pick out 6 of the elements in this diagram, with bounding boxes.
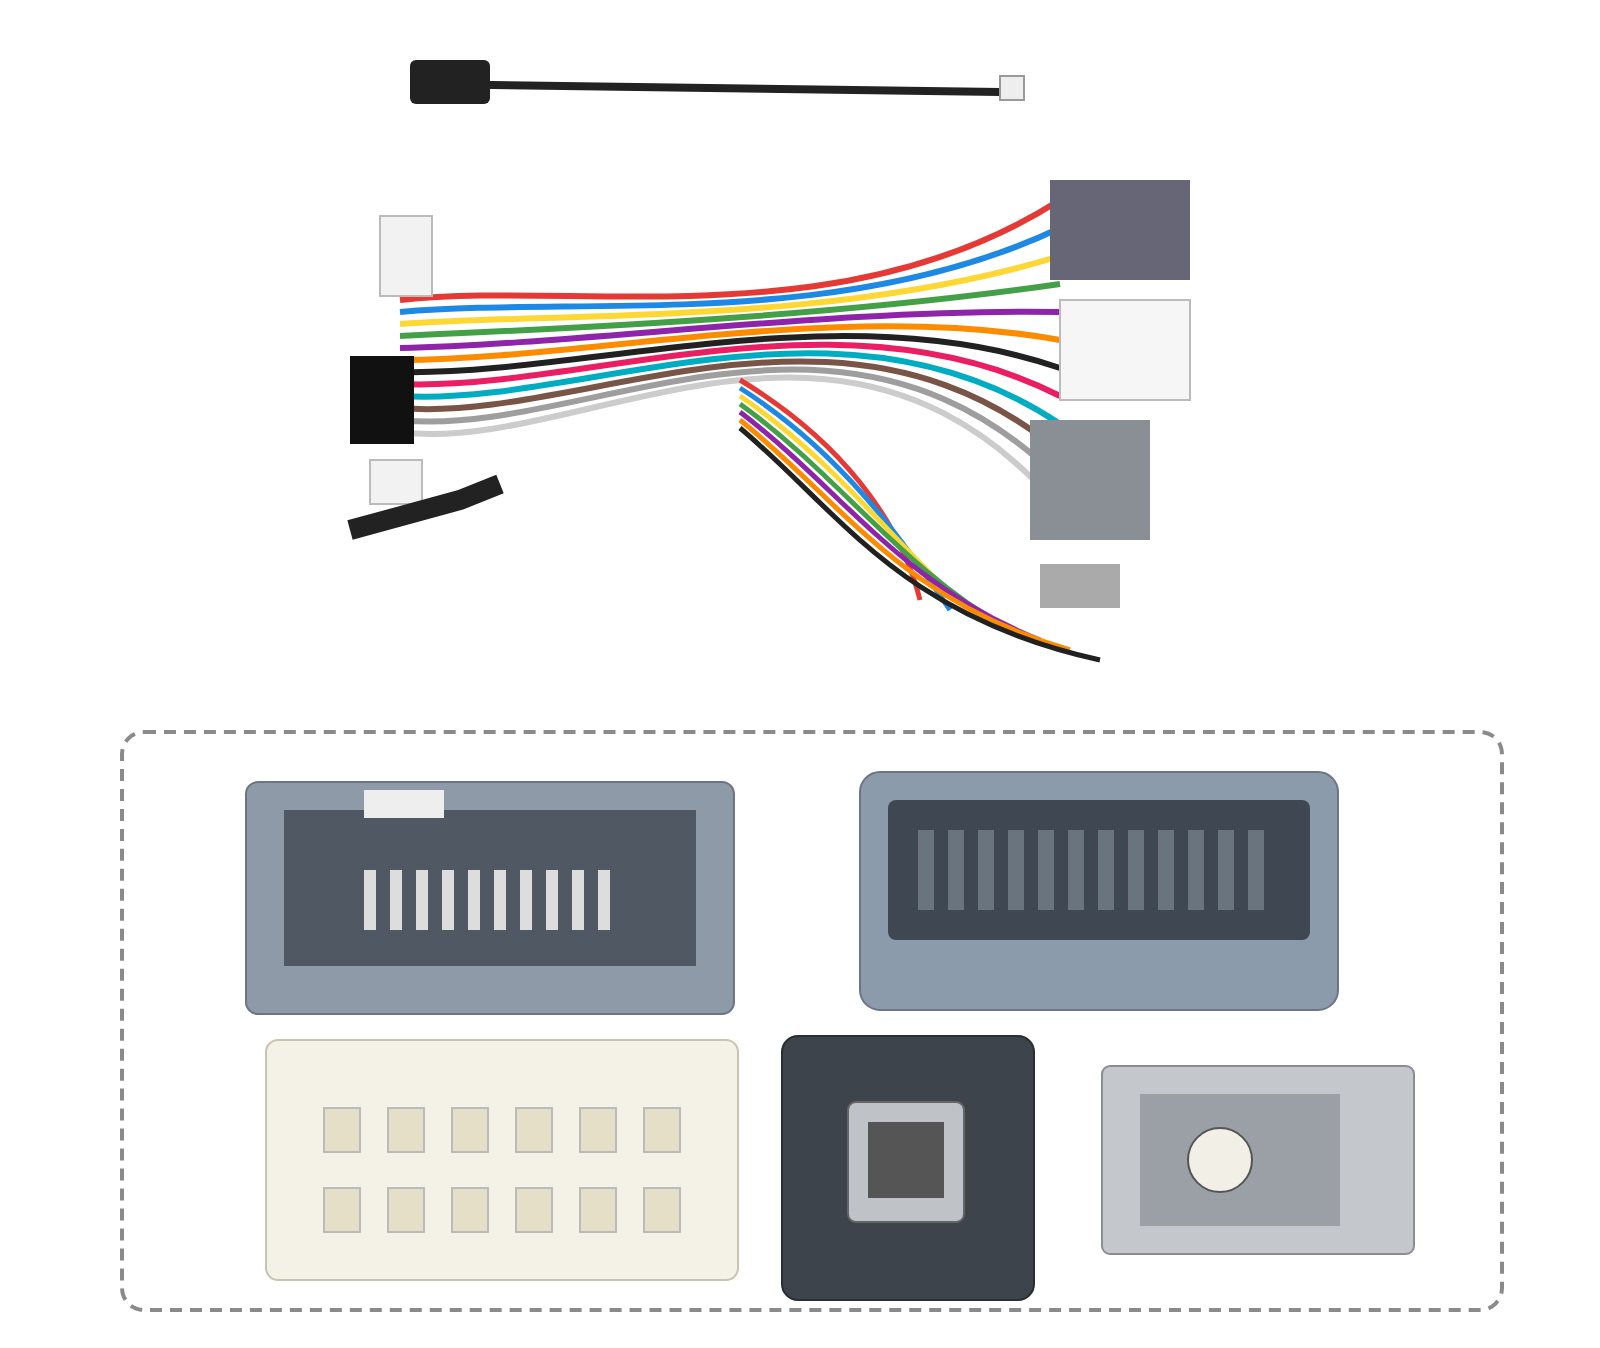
- connector-drawing: [264, 1038, 740, 1282]
- connector-drawing: [244, 780, 736, 1016]
- connector-drawing: [780, 1034, 1036, 1302]
- connector-drawing: [1100, 1064, 1416, 1256]
- connector-drawing: [858, 770, 1340, 1012]
- dashed-panel: [120, 730, 1504, 1312]
